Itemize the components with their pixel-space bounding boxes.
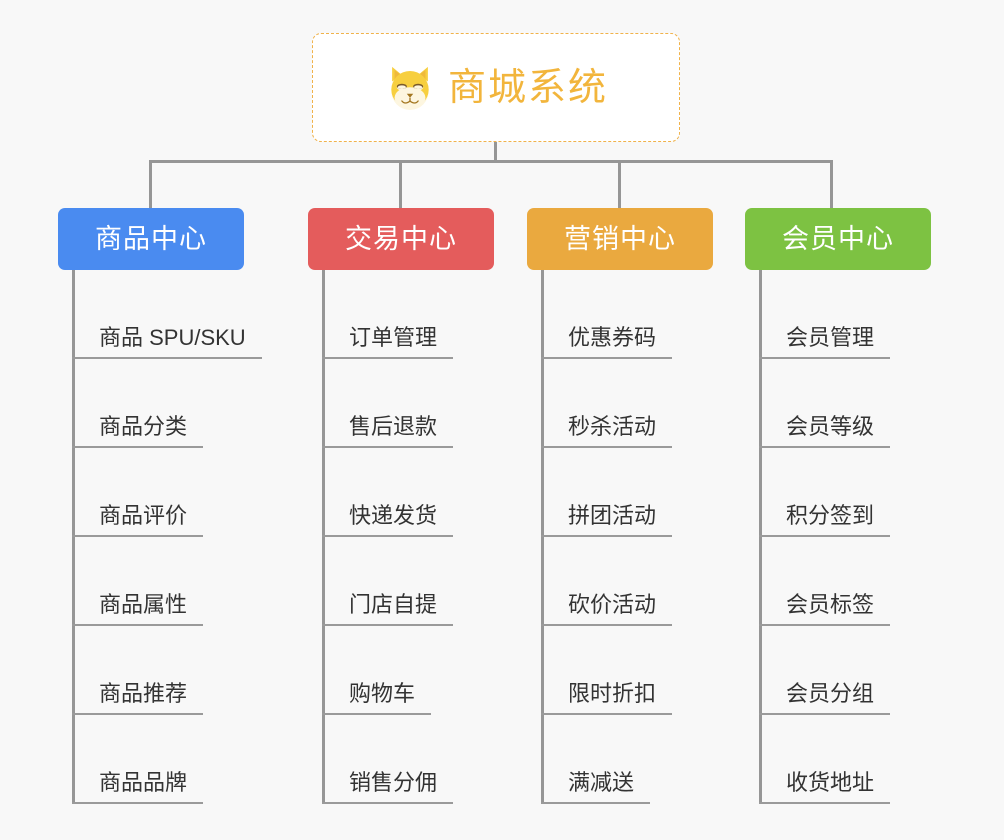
- leaf-item-label: 积分签到: [786, 503, 875, 528]
- leaf-item-label: 销售分佣: [349, 770, 438, 795]
- branch-header-label: 会员中心: [782, 223, 894, 254]
- leaf-item[interactable]: 会员标签: [759, 537, 931, 626]
- leaf-item-label: 购物车: [349, 681, 416, 706]
- leaf-underline: [541, 535, 673, 537]
- leaf-item[interactable]: 商品属性: [72, 537, 262, 626]
- leaf-underline: [72, 713, 204, 715]
- leaf-item-label: 商品品牌: [99, 770, 188, 795]
- leaf-underline: [759, 357, 891, 359]
- leaf-underline: [72, 357, 262, 359]
- connector-root-stem: [494, 142, 497, 162]
- leaf-underline: [759, 446, 891, 448]
- leaf-item[interactable]: 商品品牌: [72, 715, 262, 804]
- leaf-item-label: 收货地址: [786, 770, 875, 795]
- leaf-item[interactable]: 快递发货: [322, 448, 494, 537]
- leaf-item[interactable]: 商品推荐: [72, 626, 262, 715]
- leaf-item-label: 商品分类: [99, 414, 188, 439]
- root-node-title: 商城系统: [447, 66, 608, 109]
- leaf-list-trade-center: 订单管理 售后退款 快递发货 门店自提 购物车 销售分佣: [322, 270, 494, 804]
- leaf-underline: [72, 802, 204, 804]
- leaf-item[interactable]: 商品评价: [72, 448, 262, 537]
- leaf-underline: [541, 446, 673, 448]
- leaf-item-label: 限时折扣: [568, 681, 657, 706]
- leaf-underline: [72, 624, 204, 626]
- branch-header-marketing-center[interactable]: 营销中心: [527, 208, 713, 270]
- leaf-item-label: 砍价活动: [568, 592, 657, 617]
- branch-header-member-center[interactable]: 会员中心: [745, 208, 931, 270]
- branch-column-trade-center: 交易中心 订单管理 售后退款 快递发货 门店自提 购物车: [308, 208, 494, 804]
- leaf-item[interactable]: 积分签到: [759, 448, 931, 537]
- leaf-item-label: 会员分组: [786, 681, 875, 706]
- leaf-item-label: 快递发货: [349, 503, 438, 528]
- leaf-item-label: 门店自提: [349, 592, 438, 617]
- leaf-item-label: 会员标签: [786, 592, 875, 617]
- leaf-item[interactable]: 购物车: [322, 626, 494, 715]
- leaf-item-label: 售后退款: [349, 414, 438, 439]
- leaf-item-label: 商品推荐: [99, 681, 188, 706]
- branch-column-member-center: 会员中心 会员管理 会员等级 积分签到 会员标签 会员分组: [745, 208, 931, 804]
- leaf-item-label: 拼团活动: [568, 503, 657, 528]
- leaf-underline: [322, 446, 454, 448]
- leaf-item-label: 优惠券码: [568, 325, 657, 350]
- leaf-item-label: 秒杀活动: [568, 414, 657, 439]
- root-node-mall-system[interactable]: 商城系统: [312, 33, 680, 142]
- leaf-underline: [322, 624, 454, 626]
- leaf-underline: [541, 713, 673, 715]
- leaf-list-member-center: 会员管理 会员等级 积分签到 会员标签 会员分组 收货地址: [759, 270, 931, 804]
- connector-drop-3: [618, 160, 621, 208]
- leaf-underline: [759, 713, 891, 715]
- branch-header-label: 营销中心: [564, 223, 676, 254]
- leaf-item-label: 满减送: [568, 770, 635, 795]
- leaf-item[interactable]: 销售分佣: [322, 715, 494, 804]
- leaf-item[interactable]: 商品 SPU/SKU: [72, 270, 262, 359]
- leaf-item[interactable]: 秒杀活动: [541, 359, 713, 448]
- branch-header-label: 商品中心: [95, 223, 207, 254]
- leaf-item[interactable]: 满减送: [541, 715, 713, 804]
- leaf-item[interactable]: 拼团活动: [541, 448, 713, 537]
- branch-header-label: 交易中心: [345, 223, 457, 254]
- leaf-item-label: 会员管理: [786, 325, 875, 350]
- leaf-underline: [759, 624, 891, 626]
- leaf-item[interactable]: 售后退款: [322, 359, 494, 448]
- leaf-list-marketing-center: 优惠券码 秒杀活动 拼团活动 砍价活动 限时折扣 满减送: [541, 270, 713, 804]
- leaf-underline: [72, 446, 204, 448]
- leaf-item[interactable]: 限时折扣: [541, 626, 713, 715]
- leaf-underline: [322, 713, 432, 715]
- leaf-underline: [759, 802, 891, 804]
- leaf-underline: [322, 802, 454, 804]
- leaf-underline: [72, 535, 204, 537]
- leaf-item-label: 商品评价: [99, 503, 188, 528]
- leaf-list-product-center: 商品 SPU/SKU 商品分类 商品评价 商品属性 商品推荐 商品品牌: [72, 270, 262, 804]
- leaf-underline: [541, 802, 651, 804]
- branch-column-marketing-center: 营销中心 优惠券码 秒杀活动 拼团活动 砍价活动 限时折扣: [527, 208, 713, 804]
- leaf-item[interactable]: 收货地址: [759, 715, 931, 804]
- leaf-item[interactable]: 砍价活动: [541, 537, 713, 626]
- branch-header-trade-center[interactable]: 交易中心: [308, 208, 494, 270]
- leaf-item-label: 会员等级: [786, 414, 875, 439]
- connector-drop-2: [399, 160, 402, 208]
- leaf-item-label: 订单管理: [349, 325, 438, 350]
- branch-column-product-center: 商品中心 商品 SPU/SKU 商品分类 商品评价 商品属性 商品推荐: [58, 208, 262, 804]
- leaf-underline: [759, 535, 891, 537]
- leaf-item[interactable]: 订单管理: [322, 270, 494, 359]
- leaf-item[interactable]: 会员分组: [759, 626, 931, 715]
- connector-drop-1: [149, 160, 152, 208]
- leaf-item[interactable]: 会员管理: [759, 270, 931, 359]
- leaf-underline: [541, 624, 673, 626]
- leaf-item[interactable]: 门店自提: [322, 537, 494, 626]
- shiba-dog-face-icon: [391, 66, 429, 110]
- leaf-underline: [322, 535, 454, 537]
- leaf-underline: [541, 357, 673, 359]
- leaf-item[interactable]: 会员等级: [759, 359, 931, 448]
- leaf-item[interactable]: 优惠券码: [541, 270, 713, 359]
- connector-horizontal-bus: [149, 160, 833, 163]
- leaf-item-label: 商品属性: [99, 592, 188, 617]
- leaf-item[interactable]: 商品分类: [72, 359, 262, 448]
- leaf-item-label: 商品 SPU/SKU: [99, 325, 246, 350]
- leaf-underline: [322, 357, 454, 359]
- branch-header-product-center[interactable]: 商品中心: [58, 208, 244, 270]
- connector-drop-4: [830, 160, 833, 208]
